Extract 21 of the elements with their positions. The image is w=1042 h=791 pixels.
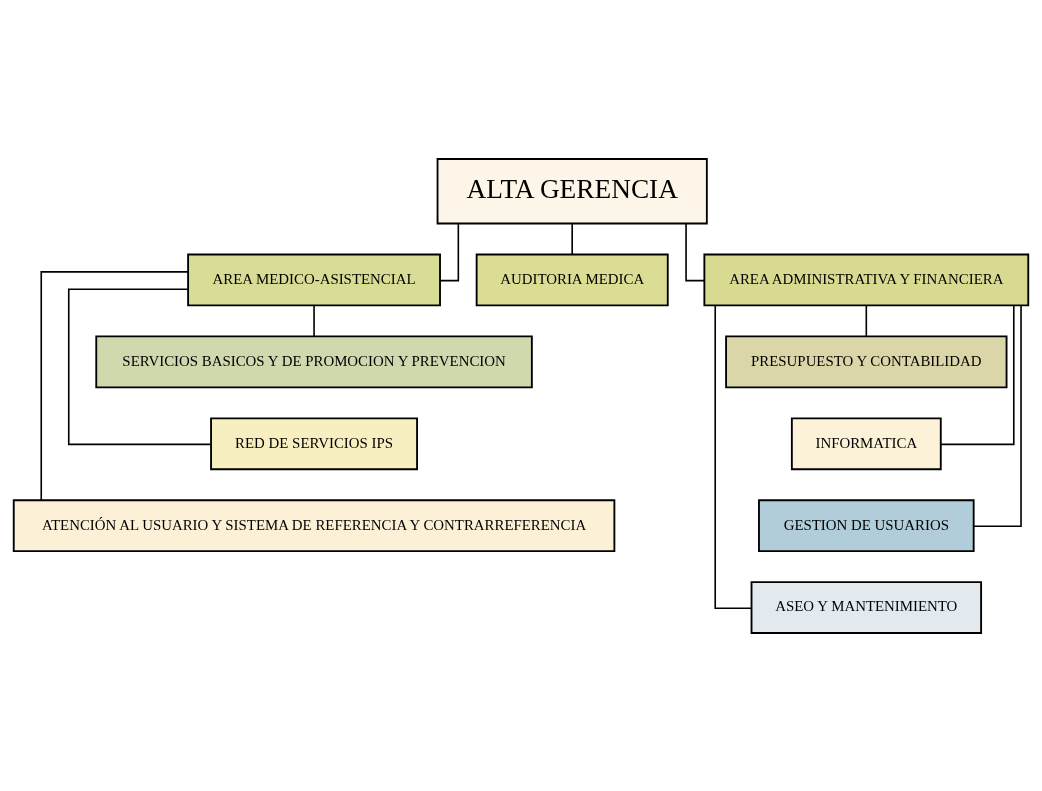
connector — [972, 304, 1022, 527]
connector — [313, 304, 315, 337]
connector — [40, 270, 189, 501]
node-box: GESTION DE USUARIOS — [758, 498, 975, 552]
node-box: PRESUPUESTO Y CONTABILIDAD — [725, 335, 1008, 388]
node-box: AREA ADMINISTRATIVA Y FINANCIERA — [703, 253, 1030, 306]
node-box: ALTA GERENCIA — [436, 157, 708, 224]
connector — [439, 222, 460, 281]
connector — [67, 287, 212, 445]
node-box: AUDITORIA MEDICA — [475, 253, 669, 306]
connector — [571, 222, 573, 255]
node-box: AREA MEDICO-ASISTENCIAL — [187, 253, 441, 306]
node-box: ATENCIÓN AL USUARIO Y SISTEMA DE REFERENCIA Y CONTRARREFERENCIA — [12, 498, 616, 552]
connector — [685, 222, 706, 281]
node-box: RED DE SERVICIOS IPS — [210, 416, 418, 470]
connector — [865, 304, 868, 337]
connector — [714, 304, 753, 609]
connector — [940, 304, 1015, 445]
node-box: ASEO Y MANTENIMIENTO — [750, 580, 983, 634]
node-box: INFORMATICA — [790, 416, 942, 470]
node-box: SERVICIOS BASICOS Y DE PROMOCION Y PREVENCION — [95, 335, 533, 388]
